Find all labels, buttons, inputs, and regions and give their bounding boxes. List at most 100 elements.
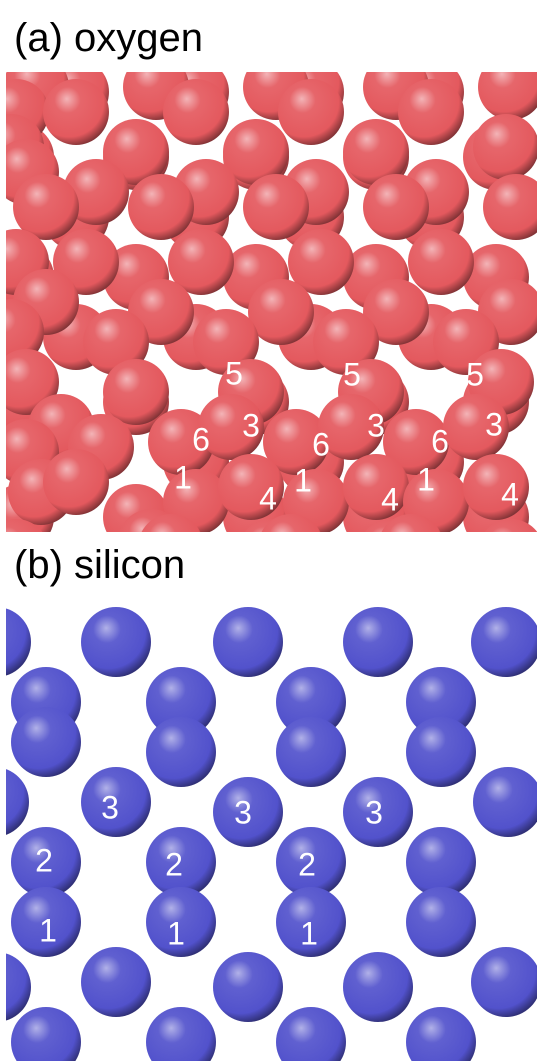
silicon-atom bbox=[406, 1007, 476, 1061]
silicon-atom bbox=[6, 769, 29, 835]
oxygen-site-label: 3 bbox=[367, 407, 385, 443]
oxygen-atom bbox=[288, 229, 354, 295]
oxygen-atom bbox=[43, 449, 109, 515]
silicon-site-label: 1 bbox=[300, 915, 318, 951]
silicon-atom bbox=[81, 947, 151, 1017]
oxygen-panel-title: (a) oxygen bbox=[14, 16, 203, 60]
oxygen-atom bbox=[218, 454, 284, 520]
silicon-atom-lattice: 1 2 3 1 2 3 1 2 3 bbox=[6, 607, 537, 1061]
oxygen-atom bbox=[313, 309, 379, 375]
oxygen-atom bbox=[463, 454, 529, 520]
oxygen-atom bbox=[148, 409, 214, 475]
silicon-atom bbox=[146, 667, 216, 737]
oxygen-atom bbox=[484, 519, 537, 532]
oxygen-atom bbox=[13, 174, 79, 240]
oxygen-atom bbox=[363, 279, 429, 345]
oxygen-atom bbox=[383, 409, 449, 475]
oxygen-atom bbox=[261, 514, 321, 532]
oxygen-atom bbox=[103, 119, 169, 185]
oxygen-atom bbox=[343, 119, 409, 185]
silicon-atom bbox=[406, 887, 476, 957]
silicon-atom bbox=[406, 827, 476, 897]
silicon-site-label: 3 bbox=[101, 789, 119, 825]
oxygen-site-label: 6 bbox=[192, 421, 210, 457]
silicon-site-label: 1 bbox=[167, 915, 185, 951]
silicon-site-label: 2 bbox=[35, 842, 53, 878]
silicon-structure-view: 1 2 3 1 2 3 1 2 3 bbox=[6, 602, 537, 1061]
oxygen-site-label: 4 bbox=[381, 481, 399, 517]
oxygen-atom bbox=[53, 229, 119, 295]
oxygen-atom bbox=[248, 279, 314, 345]
silicon-atom bbox=[343, 607, 413, 677]
oxygen-site-label: 2 bbox=[292, 364, 310, 400]
silicon-atom bbox=[276, 667, 346, 737]
silicon-site-label: 2 bbox=[298, 846, 316, 882]
oxygen-atom bbox=[198, 394, 264, 460]
oxygen-atom bbox=[141, 514, 201, 532]
oxygen-atom bbox=[128, 174, 194, 240]
silicon-panel-title: (b) silicon bbox=[14, 543, 186, 587]
silicon-site-label: 2 bbox=[165, 846, 183, 882]
silicon-atom bbox=[343, 777, 413, 847]
oxygen-atom bbox=[363, 174, 429, 240]
silicon-atom bbox=[471, 607, 537, 677]
oxygen-site-label: 5 bbox=[466, 356, 484, 392]
silicon-atom bbox=[81, 607, 151, 677]
silicon-atom bbox=[6, 608, 31, 676]
oxygen-site-label: 1 bbox=[417, 461, 435, 497]
oxygen-site-label: 1 bbox=[294, 462, 312, 498]
silicon-atom bbox=[81, 767, 151, 837]
silicon-atom bbox=[276, 887, 346, 957]
oxygen-site-label: 3 bbox=[485, 406, 503, 442]
silicon-site-label: 3 bbox=[365, 794, 383, 830]
silicon-atom bbox=[11, 1007, 81, 1061]
silicon-atom bbox=[276, 827, 346, 897]
oxygen-site-label: 4 bbox=[259, 480, 277, 516]
silicon-atom bbox=[213, 952, 283, 1022]
oxygen-site-label: 5 bbox=[343, 356, 361, 392]
oxygen-atom bbox=[263, 409, 329, 475]
oxygen-atom bbox=[483, 174, 537, 240]
oxygen-atom bbox=[318, 394, 384, 460]
silicon-atom bbox=[473, 767, 537, 837]
silicon-atom bbox=[11, 827, 81, 897]
oxygen-site-label: 6 bbox=[431, 423, 449, 459]
oxygen-atom bbox=[473, 114, 537, 180]
silicon-atom bbox=[146, 887, 216, 957]
oxygen-atom bbox=[408, 229, 474, 295]
silicon-atom bbox=[471, 947, 537, 1017]
oxygen-atom bbox=[398, 79, 464, 145]
silicon-atom bbox=[276, 717, 346, 787]
silicon-atom bbox=[11, 887, 81, 957]
silicon-atom bbox=[146, 717, 216, 787]
silicon-atom bbox=[11, 707, 81, 777]
silicon-atom bbox=[213, 777, 283, 847]
oxygen-atom bbox=[223, 119, 289, 185]
oxygen-atom bbox=[343, 454, 409, 520]
oxygen-atom bbox=[83, 309, 149, 375]
silicon-atom bbox=[213, 607, 283, 677]
oxygen-atom bbox=[193, 309, 259, 375]
silicon-site-label: 3 bbox=[234, 794, 252, 830]
oxygen-atom bbox=[43, 79, 109, 145]
silicon-atom bbox=[406, 667, 476, 737]
silicon-site-label: 1 bbox=[39, 912, 57, 948]
oxygen-site-label: 2 bbox=[172, 363, 190, 399]
oxygen-atom bbox=[243, 174, 309, 240]
oxygen-atom bbox=[63, 159, 129, 225]
silicon-atom bbox=[343, 952, 413, 1022]
oxygen-atom bbox=[6, 519, 43, 532]
silicon-atom bbox=[146, 827, 216, 897]
oxygen-atom bbox=[381, 514, 441, 532]
oxygen-site-label: 2 bbox=[414, 364, 432, 400]
oxygen-atom bbox=[6, 299, 44, 365]
silicon-atom bbox=[146, 1007, 216, 1061]
oxygen-site-label: 6 bbox=[312, 426, 330, 462]
oxygen-site-label: 5 bbox=[225, 355, 243, 391]
silicon-atom bbox=[276, 1007, 346, 1061]
oxygen-atom bbox=[163, 79, 229, 145]
oxygen-atom bbox=[478, 72, 537, 120]
oxygen-atom bbox=[103, 359, 169, 425]
silicon-atom bbox=[406, 717, 476, 787]
